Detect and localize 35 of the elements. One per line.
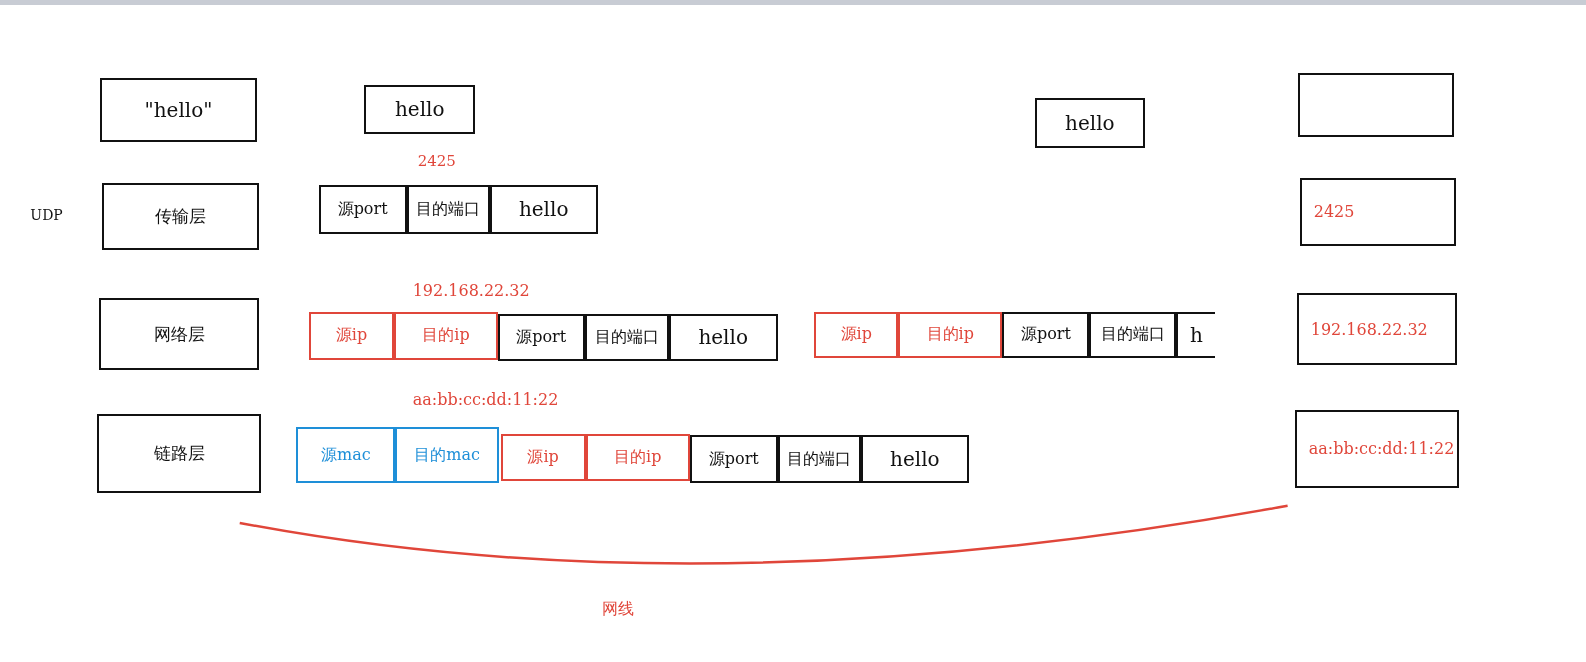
layer-box: 传输层 [102, 183, 259, 250]
data-box: hello [1034, 98, 1145, 148]
layer-box: 网络层 [99, 298, 259, 371]
packet-cell: 源port [318, 185, 407, 234]
packet-cell: 目的端口 [1089, 311, 1177, 359]
packet-cell: 目的端口 [777, 434, 861, 484]
empty-box [1297, 72, 1455, 137]
packet-cell: 源port [689, 434, 778, 484]
packet-cell: 目的ip [394, 311, 498, 361]
mac-label: aa:bb:cc:dd:11:22 [412, 390, 559, 410]
packet-cell: 目的ip [585, 433, 690, 482]
port-box: 2425 [1299, 178, 1456, 246]
packet-cell: 源port [1002, 311, 1090, 359]
packet-cell: hello [668, 313, 778, 362]
packet-cell: hello [489, 185, 598, 234]
packet-cell: hello [860, 434, 969, 484]
ip-label: 192.168.22.32 [412, 281, 530, 301]
ip-box: 192.168.22.32 [1296, 293, 1457, 366]
mac-box: aa:bb:cc:dd:11:22 [1294, 409, 1459, 488]
data-box: hello [364, 84, 476, 134]
layer-box: 链路层 [97, 413, 261, 493]
cable-label: 网线 [601, 598, 634, 620]
packet-cell: 源ip [814, 311, 899, 359]
packet-cell: 目的端口 [584, 313, 669, 362]
packet-cell: 源port [497, 313, 585, 362]
packet-cell: 目的mac [395, 426, 499, 484]
packet-cell: 源ip [308, 311, 395, 361]
packet-cell: 源mac [296, 426, 396, 484]
layer-box: "hello" [100, 77, 257, 142]
packet-cell: 目的ip [898, 311, 1003, 359]
packet-cell: h [1176, 311, 1215, 359]
packet-cell: 源ip [500, 433, 586, 482]
protocol-label: UDP [30, 207, 63, 224]
packet-cell: 目的端口 [406, 185, 490, 234]
port-label: 2425 [417, 151, 456, 170]
